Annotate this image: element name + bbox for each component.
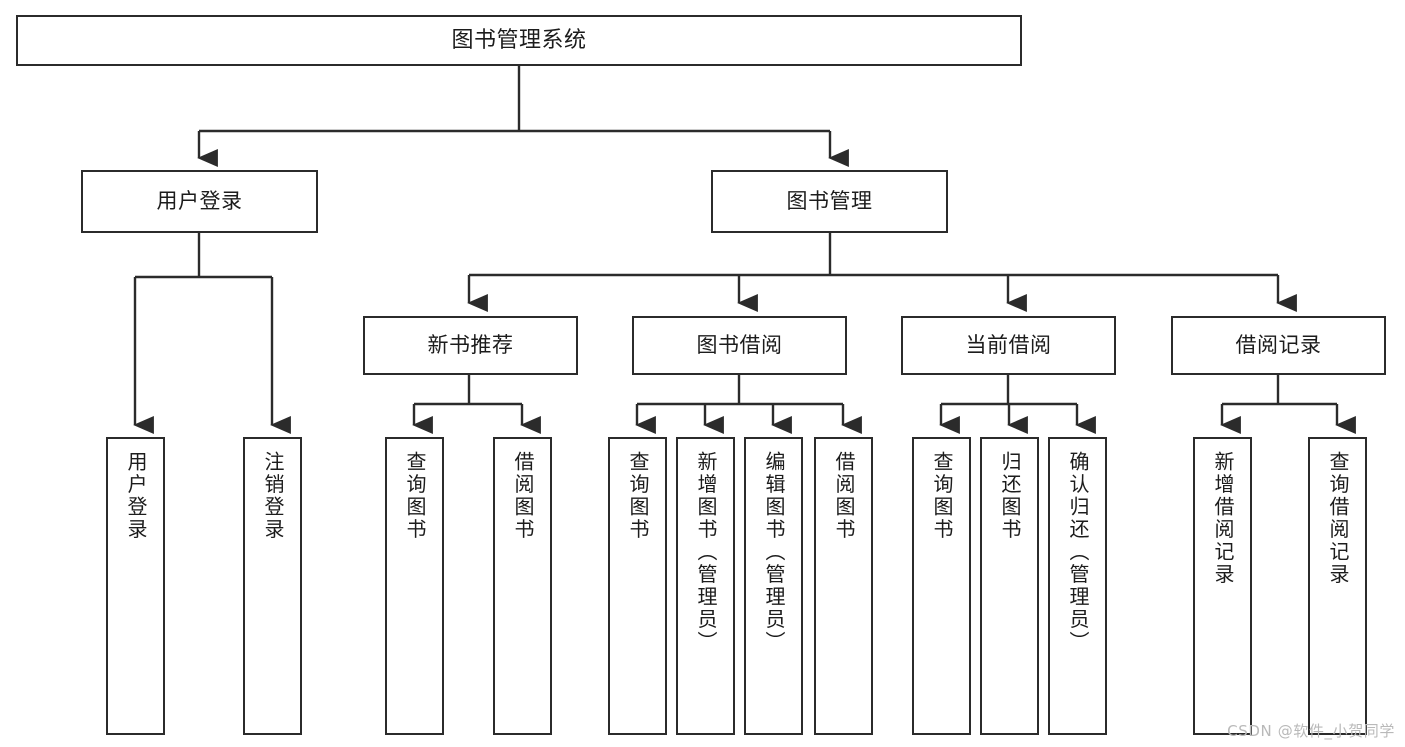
leaf-query-book-borrow[interactable]: 查询图书 <box>608 437 667 735</box>
node-label: 编辑图书（管理员） <box>762 451 786 654</box>
node-label: 查询借阅记录 <box>1326 451 1350 586</box>
leaf-add-borrow-record[interactable]: 新增借阅记录 <box>1193 437 1252 735</box>
leaf-return-book[interactable]: 归还图书 <box>980 437 1039 735</box>
node-new-book-recommend[interactable]: 新书推荐 <box>363 316 578 375</box>
leaf-user-login[interactable]: 用户登录 <box>106 437 165 735</box>
node-label: 归还图书 <box>998 451 1022 541</box>
node-label: 借阅图书 <box>832 451 856 541</box>
node-borrow-record[interactable]: 借阅记录 <box>1171 316 1386 375</box>
leaf-query-book-recommend[interactable]: 查询图书 <box>385 437 444 735</box>
node-label: 确认归还（管理员） <box>1066 451 1090 654</box>
leaf-query-book-current[interactable]: 查询图书 <box>912 437 971 735</box>
leaf-borrow-book-recommend[interactable]: 借阅图书 <box>493 437 552 735</box>
node-label: 用户登录 <box>156 189 243 214</box>
node-label: 注销登录 <box>261 451 285 541</box>
leaf-borrow-book[interactable]: 借阅图书 <box>814 437 873 735</box>
node-current-borrow[interactable]: 当前借阅 <box>901 316 1116 375</box>
node-label: 借阅图书 <box>511 451 535 541</box>
node-label: 图书借阅 <box>696 333 783 358</box>
node-label: 新书推荐 <box>427 333 514 358</box>
node-label: 当前借阅 <box>965 333 1052 358</box>
node-book-borrow[interactable]: 图书借阅 <box>632 316 847 375</box>
node-label: 查询图书 <box>930 451 954 541</box>
node-label: 查询图书 <box>626 451 650 541</box>
leaf-add-book-admin[interactable]: 新增图书（管理员） <box>676 437 735 735</box>
node-book-manage[interactable]: 图书管理 <box>711 170 948 233</box>
node-label: 查询图书 <box>403 451 427 541</box>
node-label: 借阅记录 <box>1235 333 1322 358</box>
node-label: 图书管理 <box>786 189 873 214</box>
node-root-system[interactable]: 图书管理系统 <box>16 15 1022 66</box>
leaf-edit-book-admin[interactable]: 编辑图书（管理员） <box>744 437 803 735</box>
leaf-query-borrow-record[interactable]: 查询借阅记录 <box>1308 437 1367 735</box>
node-label: 新增借阅记录 <box>1211 451 1235 586</box>
node-user-login[interactable]: 用户登录 <box>81 170 318 233</box>
node-label: 用户登录 <box>124 451 148 541</box>
leaf-user-logout[interactable]: 注销登录 <box>243 437 302 735</box>
node-label: 新增图书（管理员） <box>694 451 718 654</box>
csdn-watermark: CSDN @软件_小贺同学 <box>1227 722 1395 740</box>
leaf-confirm-return-admin[interactable]: 确认归还（管理员） <box>1048 437 1107 735</box>
node-label: 图书管理系统 <box>451 27 587 53</box>
